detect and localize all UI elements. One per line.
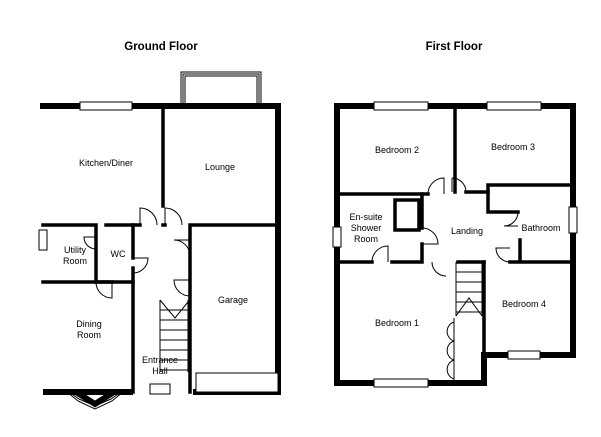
front-door [149,383,171,395]
room-label-bedroom4: Bedroom 4 [502,299,546,309]
room-label-lounge: Lounge [205,162,235,172]
dining-bay-window [66,391,124,410]
room-label-dining-line1: Dining [76,319,102,329]
room-label-garage: Garage [218,295,248,305]
first-floor-title: First Floor [426,41,483,53]
ground-floor-doors [83,207,191,299]
room-label-entrance-line2: Hall [152,366,168,376]
room-label-bathroom: Bathroom [521,223,560,233]
bedroom3-window [486,101,542,111]
first-floor-interior-walls [335,104,575,357]
room-label-bedroom3: Bedroom 3 [491,142,535,152]
ground-floor-plan: Ground Floor [38,41,281,410]
bedroom4-window [507,350,541,360]
ground-floor-staircase [159,299,189,372]
garage-door [195,372,279,393]
ensuite-window [332,226,342,248]
room-label-landing: Landing [451,226,483,236]
room-label-utility-line1: Utility [64,245,86,255]
ground-floor-title: Ground Floor [124,41,198,53]
bedroom2-window [373,101,429,111]
room-label-ensuite-line1: En-suite [349,212,382,222]
room-label-wc: WC [111,249,126,259]
airing-cupboard [393,198,421,232]
bedroom1-wardrobe-doors [446,318,455,383]
bedroom1-window [373,378,429,388]
room-label-kitchen-diner: Kitchen/Diner [79,158,133,168]
lounge-bay-window [180,71,262,107]
first-floor-staircase [455,262,483,317]
bathroom-window [568,206,578,234]
first-floor-doors [371,177,519,277]
room-label-bedroom1: Bedroom 1 [375,318,419,328]
kitchen-window [79,101,133,111]
room-label-ensuite-line2: Shower [351,223,382,233]
room-label-utility-line2: Room [63,256,87,266]
first-floor-plan: First Floor [332,41,578,388]
room-label-dining-line2: Room [77,330,101,340]
room-label-ensuite-line3: Room [354,234,378,244]
utility-side-door [38,229,48,251]
room-label-bedroom2: Bedroom 2 [375,145,419,155]
room-label-entrance-line1: Entrance [142,355,178,365]
